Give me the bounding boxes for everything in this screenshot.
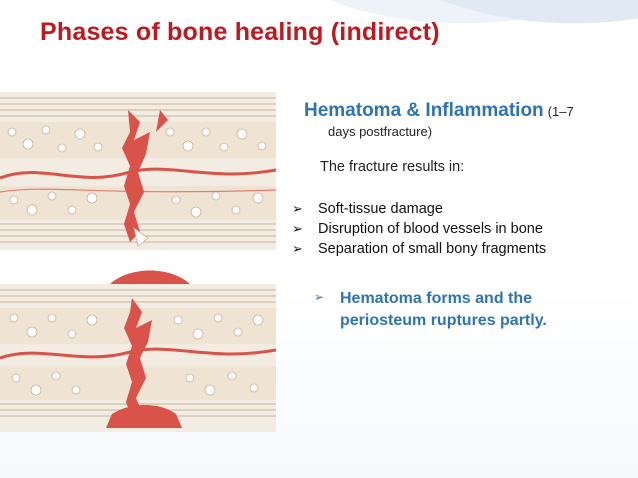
- sub-bullet-text: Hematoma forms and the periosteum ruptur…: [340, 290, 547, 329]
- bullet-text: Disruption of blood vessels in bone: [318, 221, 543, 237]
- slide-title: Phases of bone healing (indirect): [40, 18, 440, 46]
- fracture-periosteum-rupture-diagram: [0, 270, 276, 432]
- phase-heading: Hematoma & Inflammation: [304, 100, 544, 121]
- arrow-bullet-icon: ➢: [292, 241, 303, 256]
- arrow-bullet-icon: ➢: [314, 290, 325, 304]
- bullet-item: ➢ Separation of small bony fragments: [292, 239, 546, 259]
- phase-heading-line: Hematoma & Inflammation(1–7: [304, 100, 624, 122]
- arrow-bullet-icon: ➢: [292, 221, 303, 236]
- bullet-item: ➢ Soft-tissue damage: [292, 199, 546, 219]
- phase-duration-start: (1–7: [547, 104, 574, 119]
- arrow-bullet-icon: ➢: [292, 201, 303, 216]
- fracture-hematoma-diagram: [0, 92, 276, 250]
- bullet-text: Separation of small bony fragments: [318, 241, 547, 257]
- bullet-text: Soft-tissue damage: [318, 201, 443, 217]
- phase-duration-end: days postfracture): [328, 124, 433, 139]
- bullet-item: ➢ Disruption of blood vessels in bone: [292, 219, 546, 239]
- bullet-list: ➢ Soft-tissue damage ➢ Disruption of blood…: [292, 199, 546, 259]
- intro-text: The fracture results in:: [320, 159, 465, 175]
